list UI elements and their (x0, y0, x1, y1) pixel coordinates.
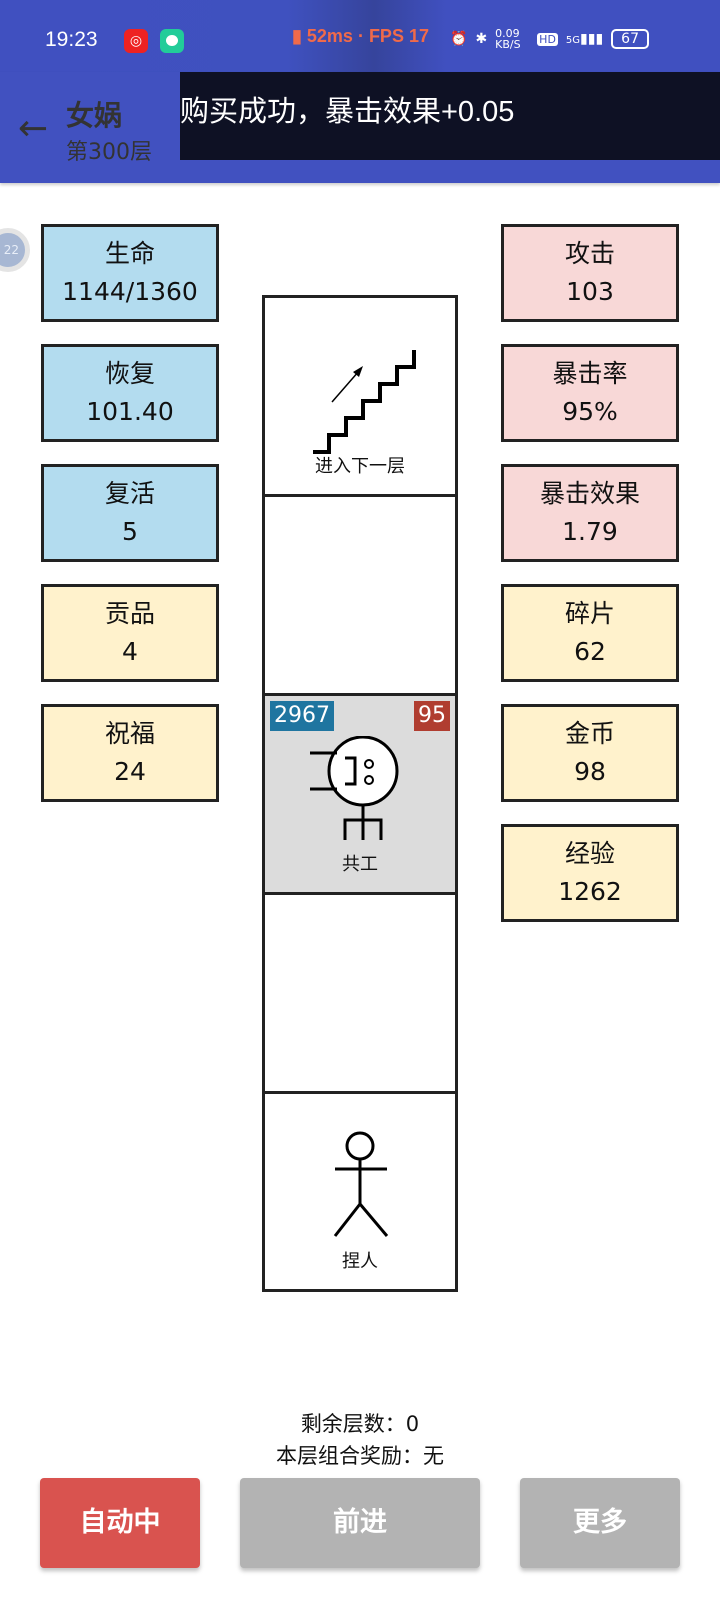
network-type: 5G (565, 35, 581, 46)
tower-column: 进入下一层 2967 95 共工 捏人 (262, 295, 458, 1292)
stat-label: 暴击率 (552, 359, 628, 388)
stat-card: 恢复 101.40 (41, 344, 219, 442)
stat-card: 经验 1262 (501, 824, 679, 922)
stat-card: 暴击率 95% (501, 344, 679, 442)
toast-message: 购买成功，暴击效果+0.05 (180, 72, 720, 160)
enemy-cell[interactable]: 2967 95 共工 (265, 696, 455, 895)
stat-value: 101.40 (86, 397, 174, 426)
stairs-cell[interactable]: 进入下一层 (265, 298, 455, 497)
stat-label: 祝福 (104, 719, 155, 748)
status-bar: 19:23 ◎ ▮ 52ms · FPS 17 ⏰ ✱ 0.09 KB/S HD… (0, 0, 720, 72)
stat-label: 恢复 (104, 359, 155, 388)
stat-value: 1.79 (562, 517, 618, 546)
stat-card: 金币 98 (501, 704, 679, 802)
alarm-icon: ⏰ (450, 31, 468, 47)
enemy-name: 共工 (342, 854, 378, 875)
stairs-icon (313, 350, 416, 454)
enemy-attack-badge: 95 (414, 701, 450, 731)
player-cell[interactable]: 捏人 (265, 1094, 455, 1289)
stat-value: 1262 (558, 877, 622, 906)
ping-fps: ▮ 52ms · FPS 17 (292, 26, 429, 46)
stat-label: 碎片 (564, 599, 615, 628)
netease-music-icon: ◎ (124, 29, 148, 53)
stat-label: 金币 (564, 719, 615, 748)
stat-value: 103 (566, 277, 614, 306)
stat-label: 生命 (104, 239, 155, 268)
bluetooth-icon: ✱ (475, 31, 488, 47)
floor-subtitle: 第300层 (66, 140, 152, 165)
stat-label: 复活 (104, 479, 155, 508)
hd-icon: HD (537, 32, 558, 46)
stat-card: 祝福 24 (41, 704, 219, 802)
battery-icon: 67 (611, 29, 649, 49)
stat-card: 贡品 4 (41, 584, 219, 682)
signal-icon: 5G▮▮▮ (565, 31, 604, 47)
stairs-label: 进入下一层 (315, 456, 405, 477)
page-title: 女娲 (66, 99, 123, 132)
stat-value: 24 (114, 757, 146, 786)
more-button[interactable]: 更多 (520, 1478, 680, 1568)
stat-value: 98 (574, 757, 606, 786)
stat-card: 攻击 103 (501, 224, 679, 322)
stat-card: 碎片 62 (501, 584, 679, 682)
stat-value: 62 (574, 637, 606, 666)
stat-label: 经验 (564, 839, 615, 868)
combo-reward: 本层组合奖励：无 (276, 1444, 444, 1468)
stat-label: 攻击 (564, 239, 615, 268)
back-arrow-icon[interactable]: ← (18, 108, 49, 149)
net-speed: 0.09 KB/S (495, 27, 521, 51)
empty-cell[interactable] (265, 895, 455, 1094)
stat-value: 95% (562, 397, 618, 426)
stat-value: 4 (122, 637, 138, 666)
remaining-floors: 剩余层数：0 (300, 1412, 420, 1436)
forward-button[interactable]: 前进 (240, 1478, 480, 1568)
clock: 19:23 (45, 28, 98, 51)
stat-card: 复活 5 (41, 464, 219, 562)
stat-label: 贡品 (104, 599, 155, 628)
player-stickman-icon (333, 1131, 389, 1237)
enemy-hp-badge: 2967 (270, 701, 334, 731)
empty-cell[interactable] (265, 497, 455, 696)
stat-label: 暴击效果 (539, 479, 640, 508)
ping-text: 52ms · FPS 17 (306, 26, 429, 46)
floating-badge[interactable]: 22 (0, 228, 30, 272)
player-label: 捏人 (342, 1251, 378, 1272)
stat-value: 1144/1360 (62, 277, 198, 306)
messaging-app-icon (160, 29, 184, 53)
stat-card: 暴击效果 1.79 (501, 464, 679, 562)
stat-value: 5 (122, 517, 138, 546)
auto-button[interactable]: 自动中 (40, 1478, 200, 1568)
enemy-figure-icon (310, 736, 399, 840)
stat-card: 生命 1144/1360 (41, 224, 219, 322)
